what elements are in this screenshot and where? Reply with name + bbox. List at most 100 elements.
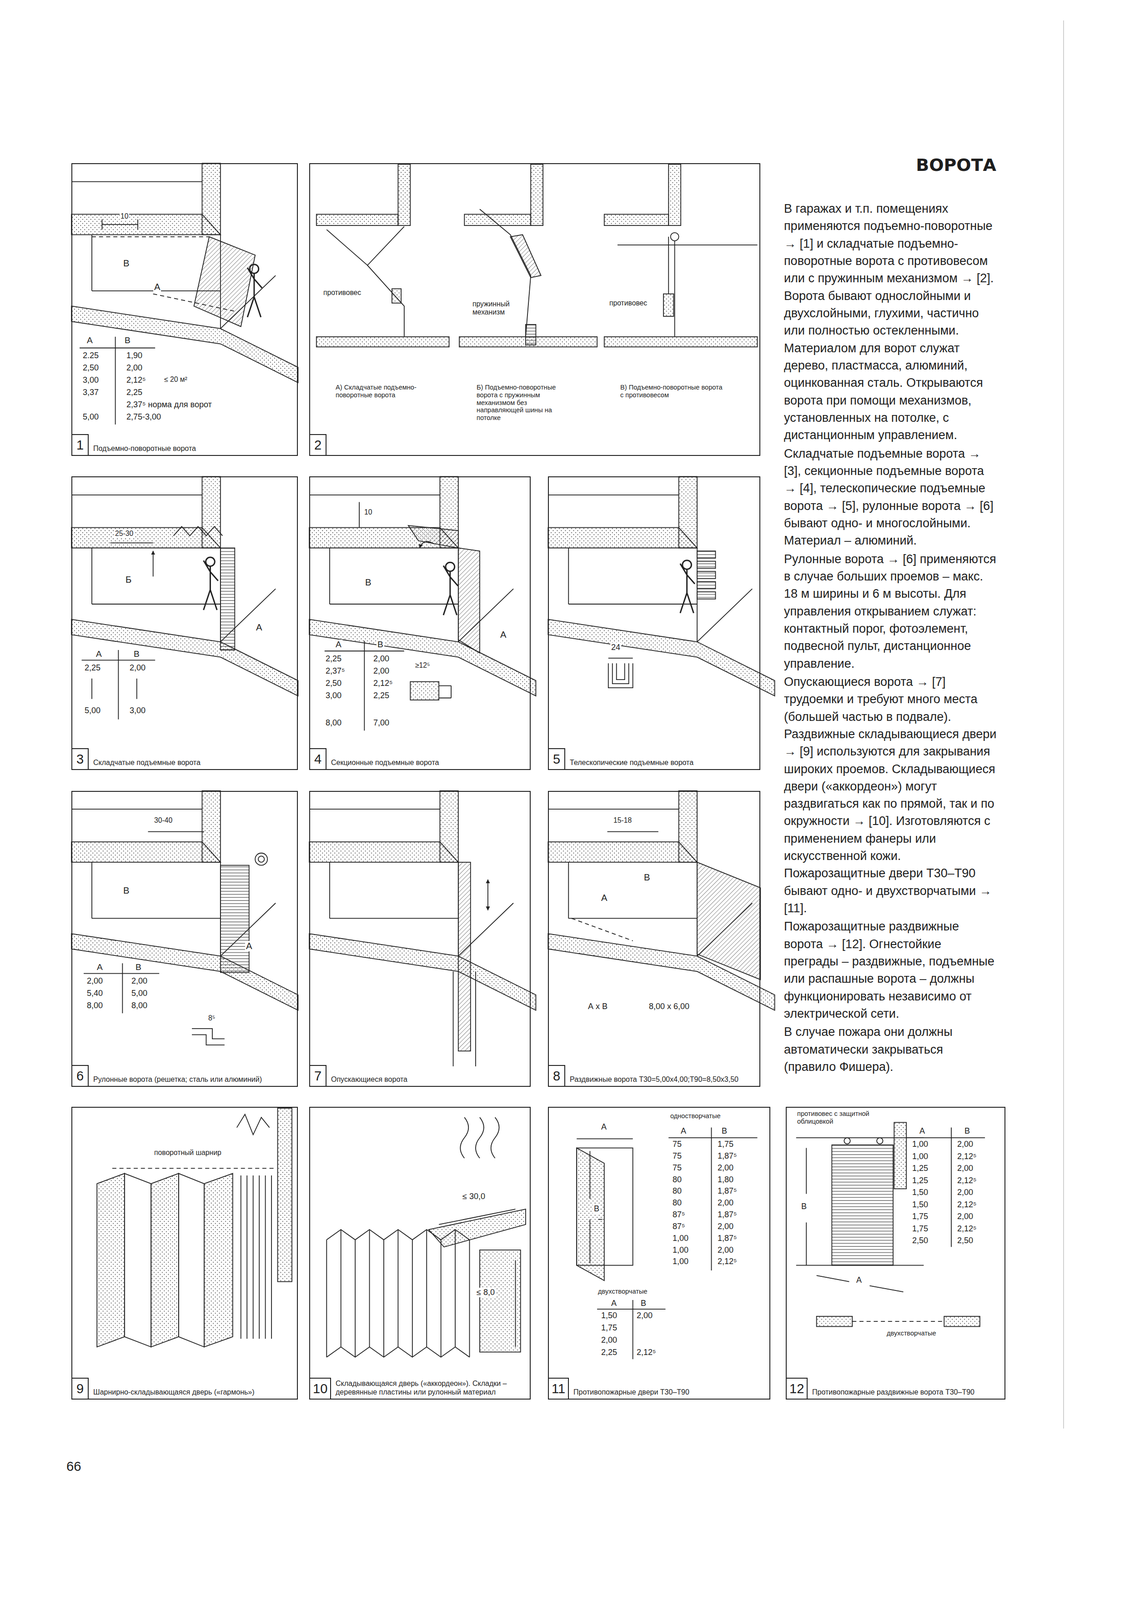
drawing-label: 80	[671, 1175, 683, 1186]
illustration-use	[547, 476, 775, 697]
illustration-rect	[316, 214, 399, 226]
figure-caption: Складывающаяся дверь («аккордеон»). Скла…	[335, 1379, 527, 1397]
drawing-label: ≤ 30,0	[461, 1192, 487, 1202]
drawing-label: В	[122, 885, 131, 897]
illustration-line	[805, 1222, 807, 1266]
illustration-line	[438, 1209, 516, 1226]
drawing-label: 87⁵	[671, 1210, 686, 1221]
figure-number: 7	[310, 1065, 327, 1087]
illustration-line	[475, 971, 477, 1067]
illustration-line	[674, 241, 676, 337]
figure-panel: 4Секционные подъемные ворота	[309, 476, 531, 771]
illustration-circle	[876, 1138, 883, 1145]
illustration-line	[121, 963, 123, 1014]
drawing-label: В	[122, 258, 131, 269]
illustration-rect	[397, 164, 411, 226]
illustration-polygon	[510, 234, 541, 278]
drawing-label: 1,87⁵	[716, 1234, 739, 1244]
drawing-label: 1,00	[671, 1257, 690, 1267]
illustration-rect	[530, 164, 543, 226]
illustration-line	[101, 219, 103, 230]
drawing-label: 3,00	[81, 375, 100, 386]
illustration-line	[589, 1220, 591, 1265]
illustration-line	[597, 1219, 603, 1221]
illustration-polygon	[428, 1209, 526, 1248]
drawing-label: В	[592, 1204, 601, 1215]
drawing-label: 3,00	[128, 706, 147, 716]
figure-number: 12	[786, 1378, 808, 1400]
figure-caption: Противопожарные раздвижные ворота Т30–Т9…	[812, 1388, 1001, 1397]
figure-panel: 12 Противопожарные раздвижные ворота Т30–…	[785, 1107, 1006, 1401]
drawing-label: А	[679, 1126, 688, 1137]
drawing-label: 2,12⁵	[716, 1257, 739, 1267]
illustration-line	[91, 678, 93, 700]
figure-panel: 3Складчатые подъемные ворота	[71, 476, 298, 771]
drawing-label: 2,12⁵	[956, 1176, 978, 1186]
illustration-rect	[525, 324, 536, 346]
drawing-label: 1,87⁵	[716, 1186, 739, 1197]
drawing-label: В	[132, 649, 141, 660]
drawing-label: 1,25	[911, 1164, 930, 1174]
figure-number: 8	[548, 1065, 566, 1087]
drawing-label: ≥12⁵	[414, 661, 432, 670]
illustration-rect	[277, 1108, 292, 1283]
drawing-label: 1,75	[911, 1212, 930, 1222]
figure-number: 5	[548, 748, 566, 770]
illustration-rect	[220, 548, 235, 651]
illustration-line	[816, 1275, 850, 1282]
drawing-label: 2,00	[372, 654, 391, 664]
drawing-label: 2,50	[956, 1236, 975, 1246]
drawing-label: А	[95, 649, 103, 660]
drawing-label: 75	[671, 1151, 683, 1162]
figure-caption: Подъемно-поворотные ворота	[93, 444, 294, 453]
illustration-rect	[831, 1145, 894, 1266]
illustration-use	[203, 557, 219, 611]
figure-panel: 6Рулонные ворота (решетка; сталь или алю…	[71, 791, 298, 1088]
drawing-label: В	[642, 872, 651, 884]
figure-number: 3	[72, 748, 89, 770]
illustration-line	[906, 1137, 985, 1139]
drawing-label: 1,50	[911, 1200, 930, 1211]
drawing-label: 30-40	[153, 816, 174, 825]
drawing-label: 1,00	[911, 1140, 930, 1150]
drawing-label: 2,25	[600, 1348, 618, 1358]
illustration-polygon	[204, 1174, 233, 1348]
drawing-label: 1,87⁵	[716, 1151, 739, 1162]
illustration-polyline	[173, 526, 223, 536]
drawing-label: 1,00	[671, 1245, 690, 1256]
drawing-label: 25-30	[114, 529, 135, 538]
illustration-use	[309, 476, 536, 697]
drawing-label: А) Складчатые подъемно-поворотные ворота	[334, 383, 437, 400]
drawing-label: 2,00	[956, 1188, 975, 1198]
illustration-rect	[604, 336, 758, 347]
drawing-label: 1,80	[716, 1175, 735, 1186]
drawing-label: 2.25	[81, 351, 100, 361]
drawing-label: 2,37⁵ норма для ворот	[125, 400, 213, 410]
illustration-line	[79, 347, 156, 349]
illustration-polyline	[367, 226, 405, 337]
illustration-line	[452, 971, 454, 1067]
drawing-label: 2,12⁵	[372, 678, 394, 689]
illustration-rect	[697, 571, 716, 579]
drawing-label: 2,00	[372, 666, 391, 677]
illustration-rect	[458, 862, 471, 1052]
drawing-label: 2,75-3,00	[125, 412, 162, 422]
illustration-line	[153, 294, 236, 312]
illustration-polygon	[150, 1174, 179, 1348]
illustration-rect	[604, 214, 669, 226]
illustration-path	[438, 686, 452, 699]
illustration-polygon	[96, 1174, 125, 1348]
drawing-label: 66	[65, 1459, 82, 1476]
illustration-path	[419, 541, 434, 548]
drawing-label: А	[153, 281, 161, 293]
illustration-line	[805, 1148, 807, 1195]
drawing-label: А	[255, 622, 263, 633]
drawing-label: 2,25	[324, 654, 343, 664]
illustration-use	[71, 791, 298, 1011]
illustration-path	[241, 1175, 272, 1340]
drawing-label: 15-18	[612, 816, 633, 825]
drawing-label: 8,00	[130, 1001, 149, 1011]
drawing-label: 2,25	[83, 663, 102, 673]
drawing-label: 2,00	[956, 1164, 975, 1174]
drawing-label: 1,25	[911, 1176, 930, 1186]
